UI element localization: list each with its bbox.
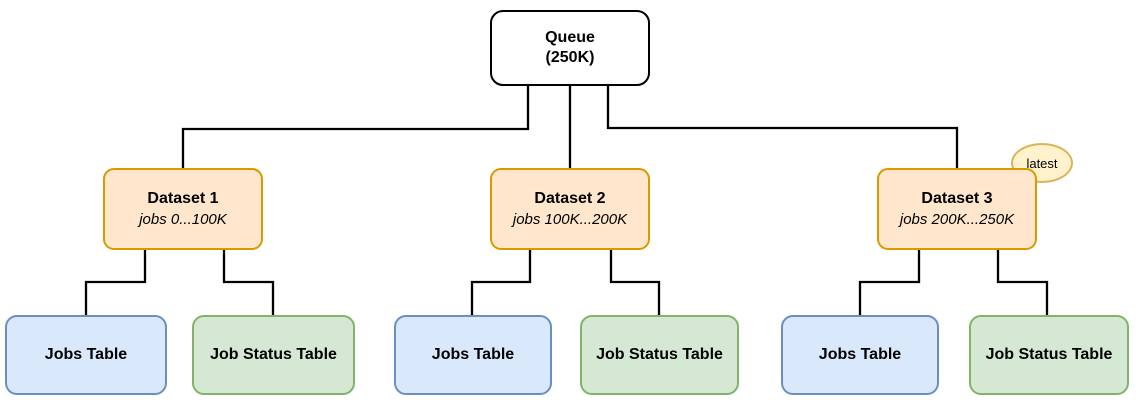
jobs-table-2-label: Jobs Table [431, 346, 515, 363]
dataset-3-node: Dataset 3 jobs 200K...250K [877, 168, 1037, 250]
jobs-table-3-node: Jobs Table [781, 315, 939, 395]
connector-dataset-1-to-jobs-table [84, 250, 147, 315]
dataset-3-range: jobs 200K...250K [899, 210, 1015, 228]
queue-node: Queue (250K) [490, 10, 650, 86]
dataset-1-node: Dataset 1 jobs 0...100K [103, 168, 263, 250]
connector-dataset-2-to-jobs-table [470, 250, 532, 315]
job-status-table-3-node: Job Status Table [969, 315, 1129, 395]
jobs-table-2-node: Jobs Table [394, 315, 552, 395]
connector-dataset-3-to-job-status-table [996, 250, 1049, 315]
dataset-1-title: Dataset 1 [147, 189, 219, 207]
queue-title: Queue [545, 29, 595, 46]
dataset-2-title: Dataset 2 [534, 189, 606, 207]
jobs-table-3-label: Jobs Table [818, 346, 902, 363]
job-status-table-1-label: Job Status Table [210, 346, 337, 363]
dataset-2-node: Dataset 2 jobs 100K...200K [490, 168, 650, 250]
connector-dataset-2-to-job-status-table [609, 250, 661, 315]
dataset-3-title: Dataset 3 [921, 189, 993, 207]
dataset-1-range: jobs 0...100K [139, 210, 227, 228]
jobs-table-1-label: Jobs Table [44, 346, 128, 363]
connector-dataset-3-to-jobs-table [858, 250, 921, 315]
job-status-table-2-node: Job Status Table [580, 315, 739, 395]
connector-queue-to-dataset-1 [181, 86, 530, 168]
queue-count: (250K) [545, 49, 595, 66]
job-status-table-1-node: Job Status Table [192, 315, 355, 395]
dataset-2-range: jobs 100K...200K [512, 210, 628, 228]
latest-badge-label: latest [1026, 155, 1058, 171]
job-status-table-3-label: Job Status Table [985, 346, 1113, 363]
connector-queue-to-dataset-3 [606, 86, 959, 168]
job-status-table-2-label: Job Status Table [596, 346, 723, 363]
jobs-table-1-node: Jobs Table [5, 315, 167, 395]
connector-dataset-1-to-job-status-table [222, 250, 275, 315]
